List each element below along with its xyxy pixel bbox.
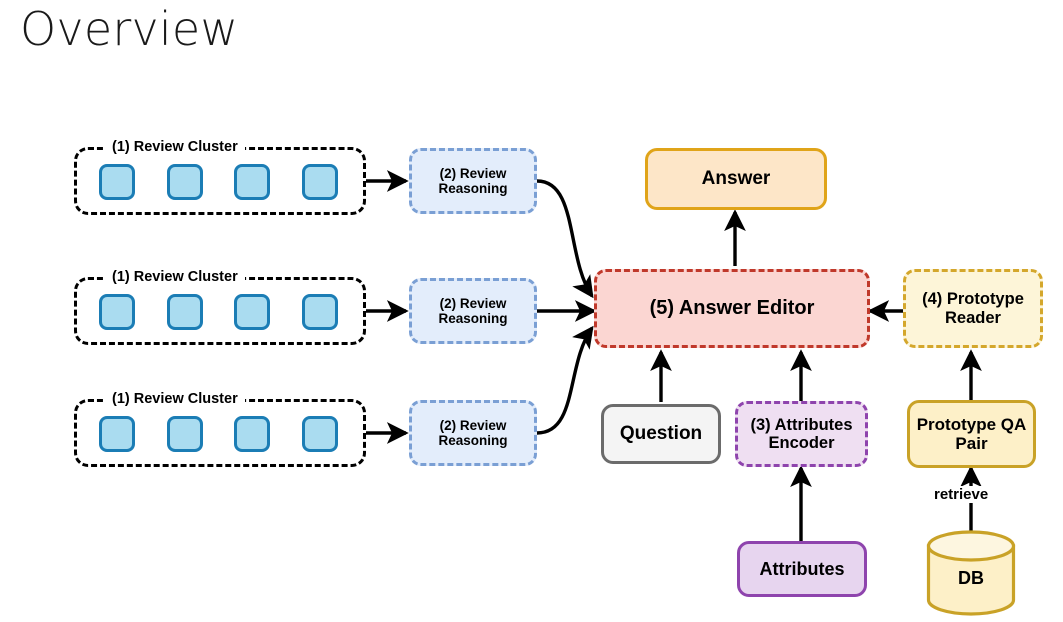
review-cluster-2-label: (1) Review Cluster	[105, 269, 245, 285]
review-chip[interactable]	[167, 294, 203, 330]
review-cluster-3-label: (1) Review Cluster	[105, 391, 245, 407]
review-reasoning-node-2[interactable]: (2) Review Reasoning	[409, 278, 537, 344]
arrow-reasoning1-to-answer-editor	[536, 179, 594, 299]
review-chip[interactable]	[234, 294, 270, 330]
review-cluster-1[interactable]: (1) Review Cluster	[74, 139, 366, 215]
review-chip[interactable]	[99, 416, 135, 452]
answer-editor-node[interactable]: (5) Answer Editor	[594, 269, 870, 348]
answer-node[interactable]: Answer	[645, 148, 827, 210]
review-cluster-1-label: (1) Review Cluster	[105, 139, 245, 155]
page-title: Overview	[20, 2, 239, 56]
review-reasoning-node-3[interactable]: (2) Review Reasoning	[409, 400, 537, 466]
review-cluster-3[interactable]: (1) Review Cluster	[74, 391, 366, 467]
review-chip[interactable]	[302, 164, 338, 200]
review-chip[interactable]	[302, 294, 338, 330]
review-chip[interactable]	[99, 294, 135, 330]
attributes-encoder-node[interactable]: (3) Attributes Encoder	[735, 401, 868, 467]
review-chip[interactable]	[167, 416, 203, 452]
review-reasoning-node-1[interactable]: (2) Review Reasoning	[409, 148, 537, 214]
prototype-qa-pair-node[interactable]: Prototype QA Pair	[907, 400, 1036, 468]
retrieve-edge-label: retrieve	[932, 486, 991, 503]
review-chip[interactable]	[234, 416, 270, 452]
review-chip[interactable]	[99, 164, 135, 200]
review-chip[interactable]	[167, 164, 203, 200]
db-cylinder-shape	[926, 530, 1016, 616]
review-cluster-2[interactable]: (1) Review Cluster	[74, 269, 366, 345]
review-chip[interactable]	[234, 164, 270, 200]
review-chip[interactable]	[302, 416, 338, 452]
db-label: DB	[958, 568, 984, 588]
prototype-reader-node[interactable]: (4) Prototype Reader	[903, 269, 1043, 348]
arrow-reasoning3-to-answer-editor	[536, 325, 594, 435]
question-node[interactable]: Question	[601, 404, 721, 464]
attributes-node[interactable]: Attributes	[737, 541, 867, 597]
db-node[interactable]: DB	[925, 530, 1017, 616]
